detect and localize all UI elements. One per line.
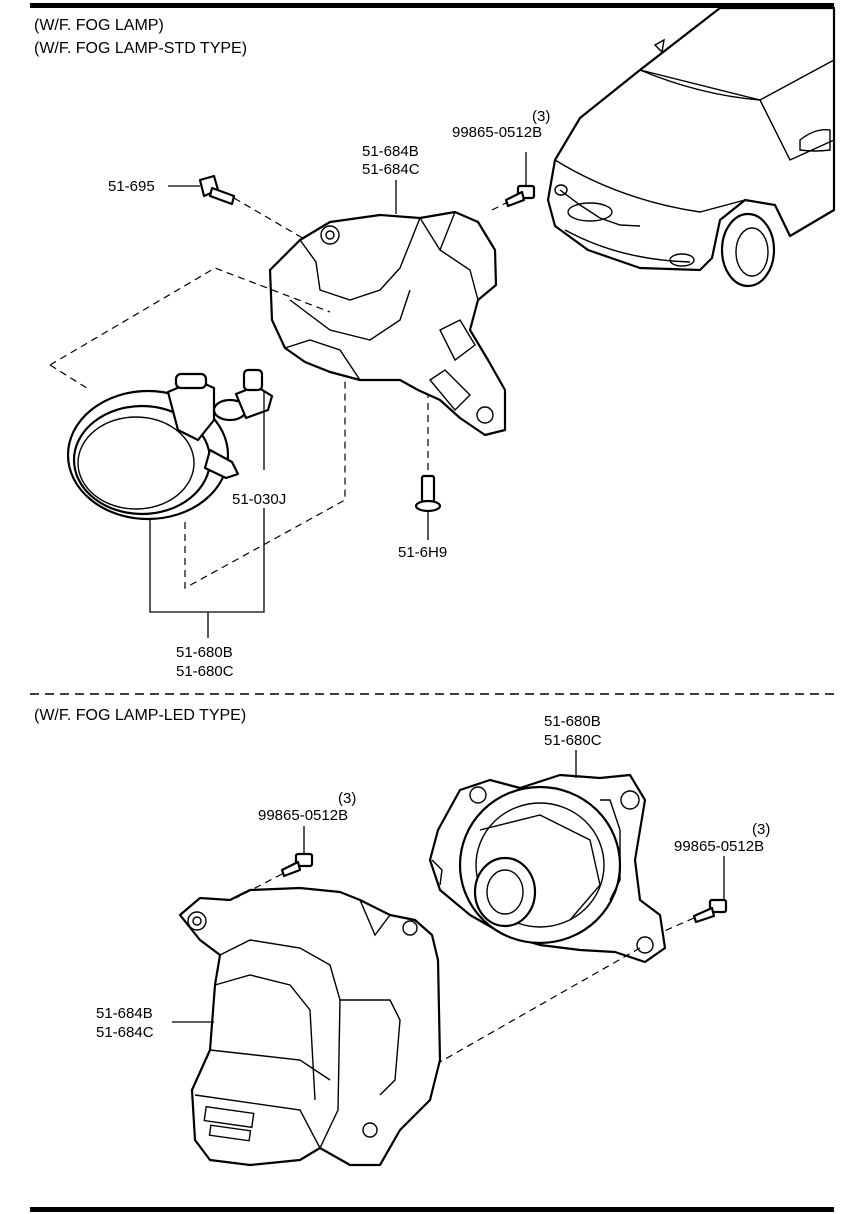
label-std-bracket-b: 51-684B <box>362 143 419 160</box>
fog-lamp-std <box>66 372 240 521</box>
fog-bulb <box>212 368 274 422</box>
label-led-screw-left-qty: (3) <box>338 790 356 807</box>
fog-lamp-bracket-std <box>268 210 507 437</box>
fastener-51-6h9 <box>414 474 442 513</box>
fog-lamp-led <box>428 773 667 964</box>
label-std-screw: 99865-0512B <box>452 124 542 141</box>
fog-lamp-bracket-led <box>178 886 442 1167</box>
bottom-border <box>30 1207 834 1212</box>
bolt-51-695 <box>198 174 236 206</box>
label-led-screw-right-qty: (3) <box>752 821 770 838</box>
label-std-screw-qty: (3) <box>532 108 550 125</box>
led-alignment-lines <box>235 873 695 1063</box>
label-std-bulb: 51-030J <box>232 491 286 508</box>
screw-99865-0512b-led-right <box>692 898 728 924</box>
label-std-fastener: 51-6H9 <box>398 544 447 561</box>
vehicle-front-illustration <box>546 6 836 288</box>
label-led-screw-left: 99865-0512B <box>258 807 348 824</box>
top-border <box>30 3 834 8</box>
label-std-lamp-c: 51-680C <box>176 663 234 680</box>
label-led-bracket-b: 51-684B <box>96 1005 153 1022</box>
screw-99865-0512b-led-left <box>280 852 314 878</box>
label-led-lamp-c: 51-680C <box>544 732 602 749</box>
label-led-bracket-c: 51-684C <box>96 1024 154 1041</box>
screw-99865-0512b-std <box>504 184 536 208</box>
label-std-bolt: 51-695 <box>108 178 155 195</box>
header-fog-lamp: (W/F. FOG LAMP) <box>34 17 164 34</box>
led-leader-lines <box>172 750 725 1023</box>
header-std-type: (W/F. FOG LAMP-STD TYPE) <box>34 40 247 57</box>
label-std-bracket-c: 51-684C <box>362 161 420 178</box>
label-led-lamp-b: 51-680B <box>544 713 601 730</box>
label-led-screw-right: 99865-0512B <box>674 838 764 855</box>
label-std-lamp-b: 51-680B <box>176 644 233 661</box>
header-led-type: (W/F. FOG LAMP-LED TYPE) <box>34 707 246 724</box>
std-alignment-lines <box>49 197 509 590</box>
std-leader-lines <box>149 152 527 638</box>
